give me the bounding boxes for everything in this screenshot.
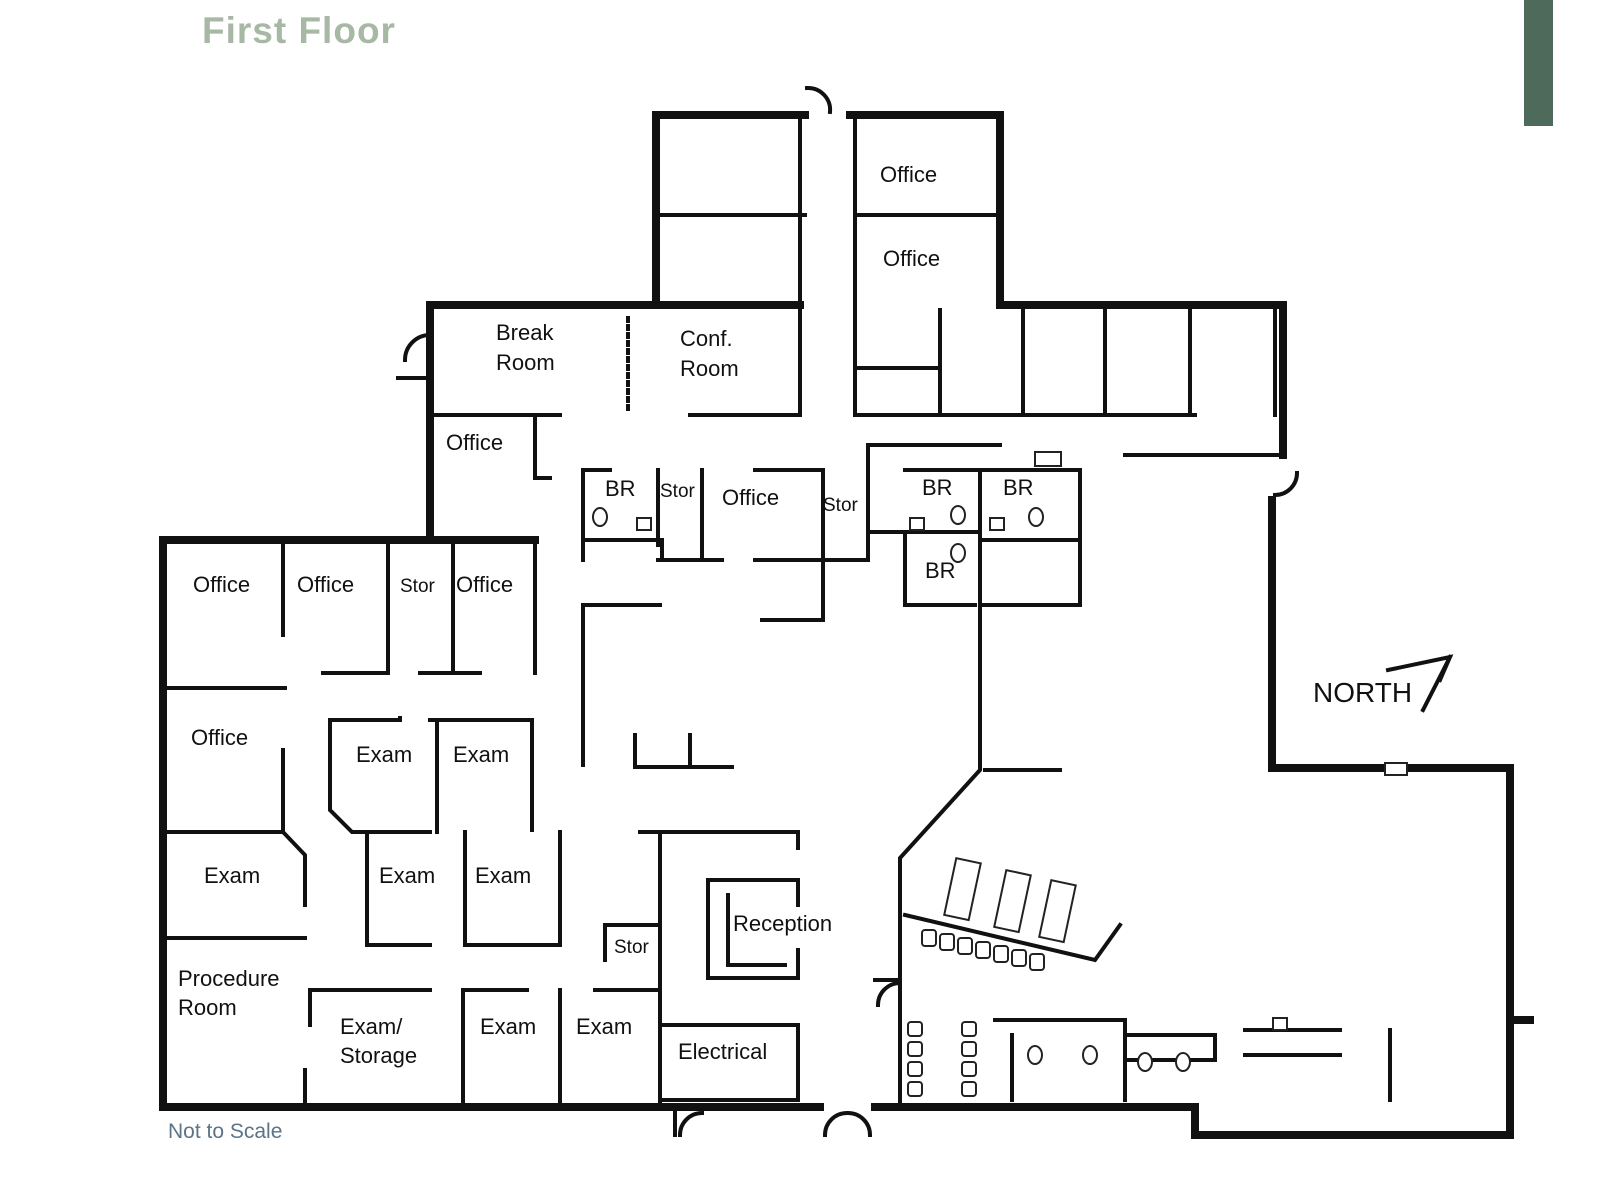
room-label-conf-room: Conf. xyxy=(680,326,733,351)
room-label-reception: Reception xyxy=(733,911,832,936)
accent-bar xyxy=(1524,0,1553,126)
walls xyxy=(159,85,1534,1139)
room-label-stor: Stor xyxy=(660,481,696,502)
room-label-stor: Stor xyxy=(823,495,859,516)
room-label-office: Office xyxy=(297,572,354,597)
room-label-exam: Exam xyxy=(480,1014,536,1039)
room-label-exam: Exam xyxy=(204,863,260,888)
room-label-exam: Exam xyxy=(356,742,412,767)
room-label-office: Office xyxy=(456,572,513,597)
north-arrow: NORTH xyxy=(1313,654,1454,713)
room-label-procedure-room: Procedure xyxy=(178,966,280,991)
room-label-office: Office xyxy=(446,430,503,455)
page-title: First Floor xyxy=(202,10,396,51)
room-label-office: Office xyxy=(193,572,250,597)
room-label-office: Office xyxy=(883,246,940,271)
room-label-procedure-room: Room xyxy=(178,995,237,1020)
room-label-exam: Exam xyxy=(576,1014,632,1039)
room-label-stor: Stor xyxy=(400,576,436,597)
room-label-exam: Exam xyxy=(379,863,435,888)
fixtures xyxy=(592,451,1408,1097)
room-label-office: Office xyxy=(191,725,248,750)
room-label-exam-storage: Exam/ xyxy=(340,1014,403,1039)
room-label-br: BR xyxy=(922,475,953,500)
room-labels: Office Office Break Room Conf. Room Offi… xyxy=(178,162,1034,1068)
room-label-office: Office xyxy=(722,485,779,510)
room-label-exam: Exam xyxy=(453,742,509,767)
room-label-br: BR xyxy=(1003,475,1034,500)
room-label-electrical: Electrical xyxy=(678,1039,767,1064)
room-label-break-room: Room xyxy=(496,350,555,375)
room-label-office: Office xyxy=(880,162,937,187)
room-label-stor: Stor xyxy=(614,937,650,958)
room-label-br: BR xyxy=(605,476,636,501)
room-label-br: BR xyxy=(925,558,956,583)
room-label-break-room: Break xyxy=(496,320,554,345)
room-label-conf-room: Room xyxy=(680,356,739,381)
room-label-exam-storage: Storage xyxy=(340,1043,417,1068)
north-label: NORTH xyxy=(1313,677,1412,708)
room-label-exam: Exam xyxy=(475,863,531,888)
scale-note: Not to Scale xyxy=(168,1120,283,1143)
